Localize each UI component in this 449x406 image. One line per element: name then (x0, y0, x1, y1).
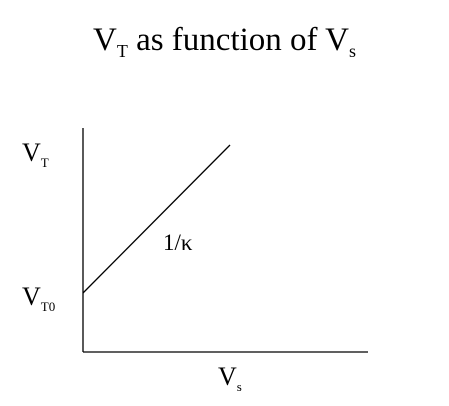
title-prefix-sub: T (116, 41, 128, 61)
title-prefix: V (92, 22, 117, 58)
x-axis-label-sub: s (236, 379, 242, 394)
y-axis-label-vt: VT (22, 138, 49, 170)
title-suffix-sub: s (349, 41, 357, 61)
y-intercept-label-vt0: VT0 (22, 282, 56, 314)
title-middle: as function of V (127, 22, 349, 58)
diagram-title: VT as function of Vs (0, 20, 449, 60)
x-axis-label-main: V (218, 362, 237, 391)
y-intercept-label-main: V (22, 282, 41, 311)
slope-label: 1/κ (163, 230, 193, 255)
y-axis-label-vt-sub: T (40, 155, 49, 170)
y-intercept-label-sub: T0 (40, 299, 56, 314)
vt-vs-line (82, 144, 231, 294)
y-axis-label-vt-main: V (22, 138, 41, 167)
x-axis-label-vs: Vs (218, 362, 242, 394)
